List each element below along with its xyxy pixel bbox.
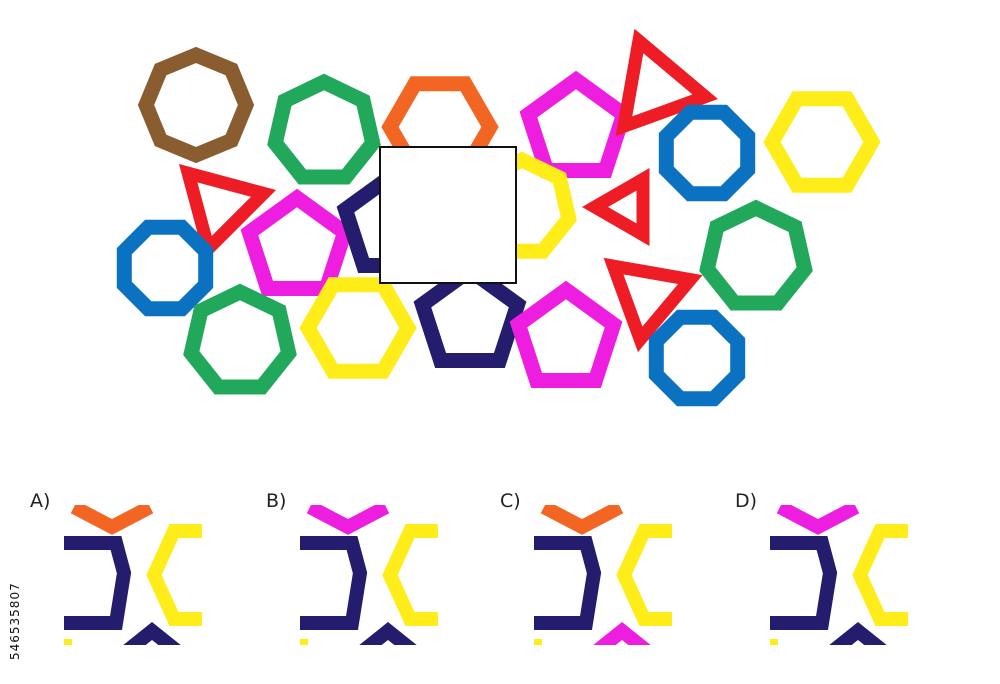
corner-fragment: [534, 639, 542, 645]
missing-piece-box[interactable]: [379, 146, 517, 284]
green-heptagon-19: [699, 199, 813, 311]
side-text: 546535807: [8, 582, 22, 660]
right-fragment: [852, 524, 908, 626]
blue-octagon-10: [116, 219, 214, 317]
yellow-hexagon-12: [299, 277, 417, 379]
option-d-image[interactable]: [770, 505, 910, 645]
left-fragment: [770, 536, 838, 630]
top-fragment: [70, 505, 154, 535]
bottom-fragment: [359, 622, 417, 645]
magenta-pentagon-4: [519, 70, 633, 178]
bottom-fragment: [123, 622, 181, 645]
option-a-image[interactable]: [64, 505, 204, 645]
option-c-image[interactable]: [534, 505, 674, 645]
green-heptagon-2: [267, 73, 381, 185]
right-fragment: [616, 524, 672, 626]
top-fragment: [306, 505, 390, 535]
red-triangle-8: [179, 164, 277, 262]
option-b-label[interactable]: B): [266, 490, 287, 512]
red-triangle-5: [615, 28, 718, 137]
right-fragment: [382, 524, 438, 626]
yellow-hexagon-7: [763, 91, 881, 193]
blue-octagon-6: [658, 104, 756, 202]
navy-pentagon-16: [413, 260, 527, 368]
option-d-label[interactable]: D): [735, 490, 758, 512]
magenta-pentagon-9: [240, 188, 354, 296]
magenta-pentagon-17: [509, 280, 623, 388]
red-triangle-18: [603, 257, 703, 353]
top-fragment: [540, 505, 624, 535]
blue-octagon-20: [648, 309, 746, 407]
puzzle-figure: [116, 28, 881, 407]
bottom-fragment: [829, 622, 887, 645]
top-fragment: [776, 505, 860, 535]
left-fragment: [534, 536, 602, 630]
corner-fragment: [770, 639, 778, 645]
bottom-fragment: [593, 622, 651, 645]
brown-octagon-1: [137, 46, 255, 164]
option-b-image[interactable]: [300, 505, 440, 645]
left-fragment: [64, 536, 132, 630]
green-heptagon-11: [183, 283, 297, 395]
option-c-label[interactable]: C): [500, 490, 521, 512]
corner-fragment: [300, 639, 308, 645]
option-a-label[interactable]: A): [30, 490, 51, 512]
left-fragment: [300, 536, 368, 630]
corner-fragment: [64, 639, 72, 645]
right-fragment: [146, 524, 202, 626]
red-triangle-15: [581, 168, 650, 246]
